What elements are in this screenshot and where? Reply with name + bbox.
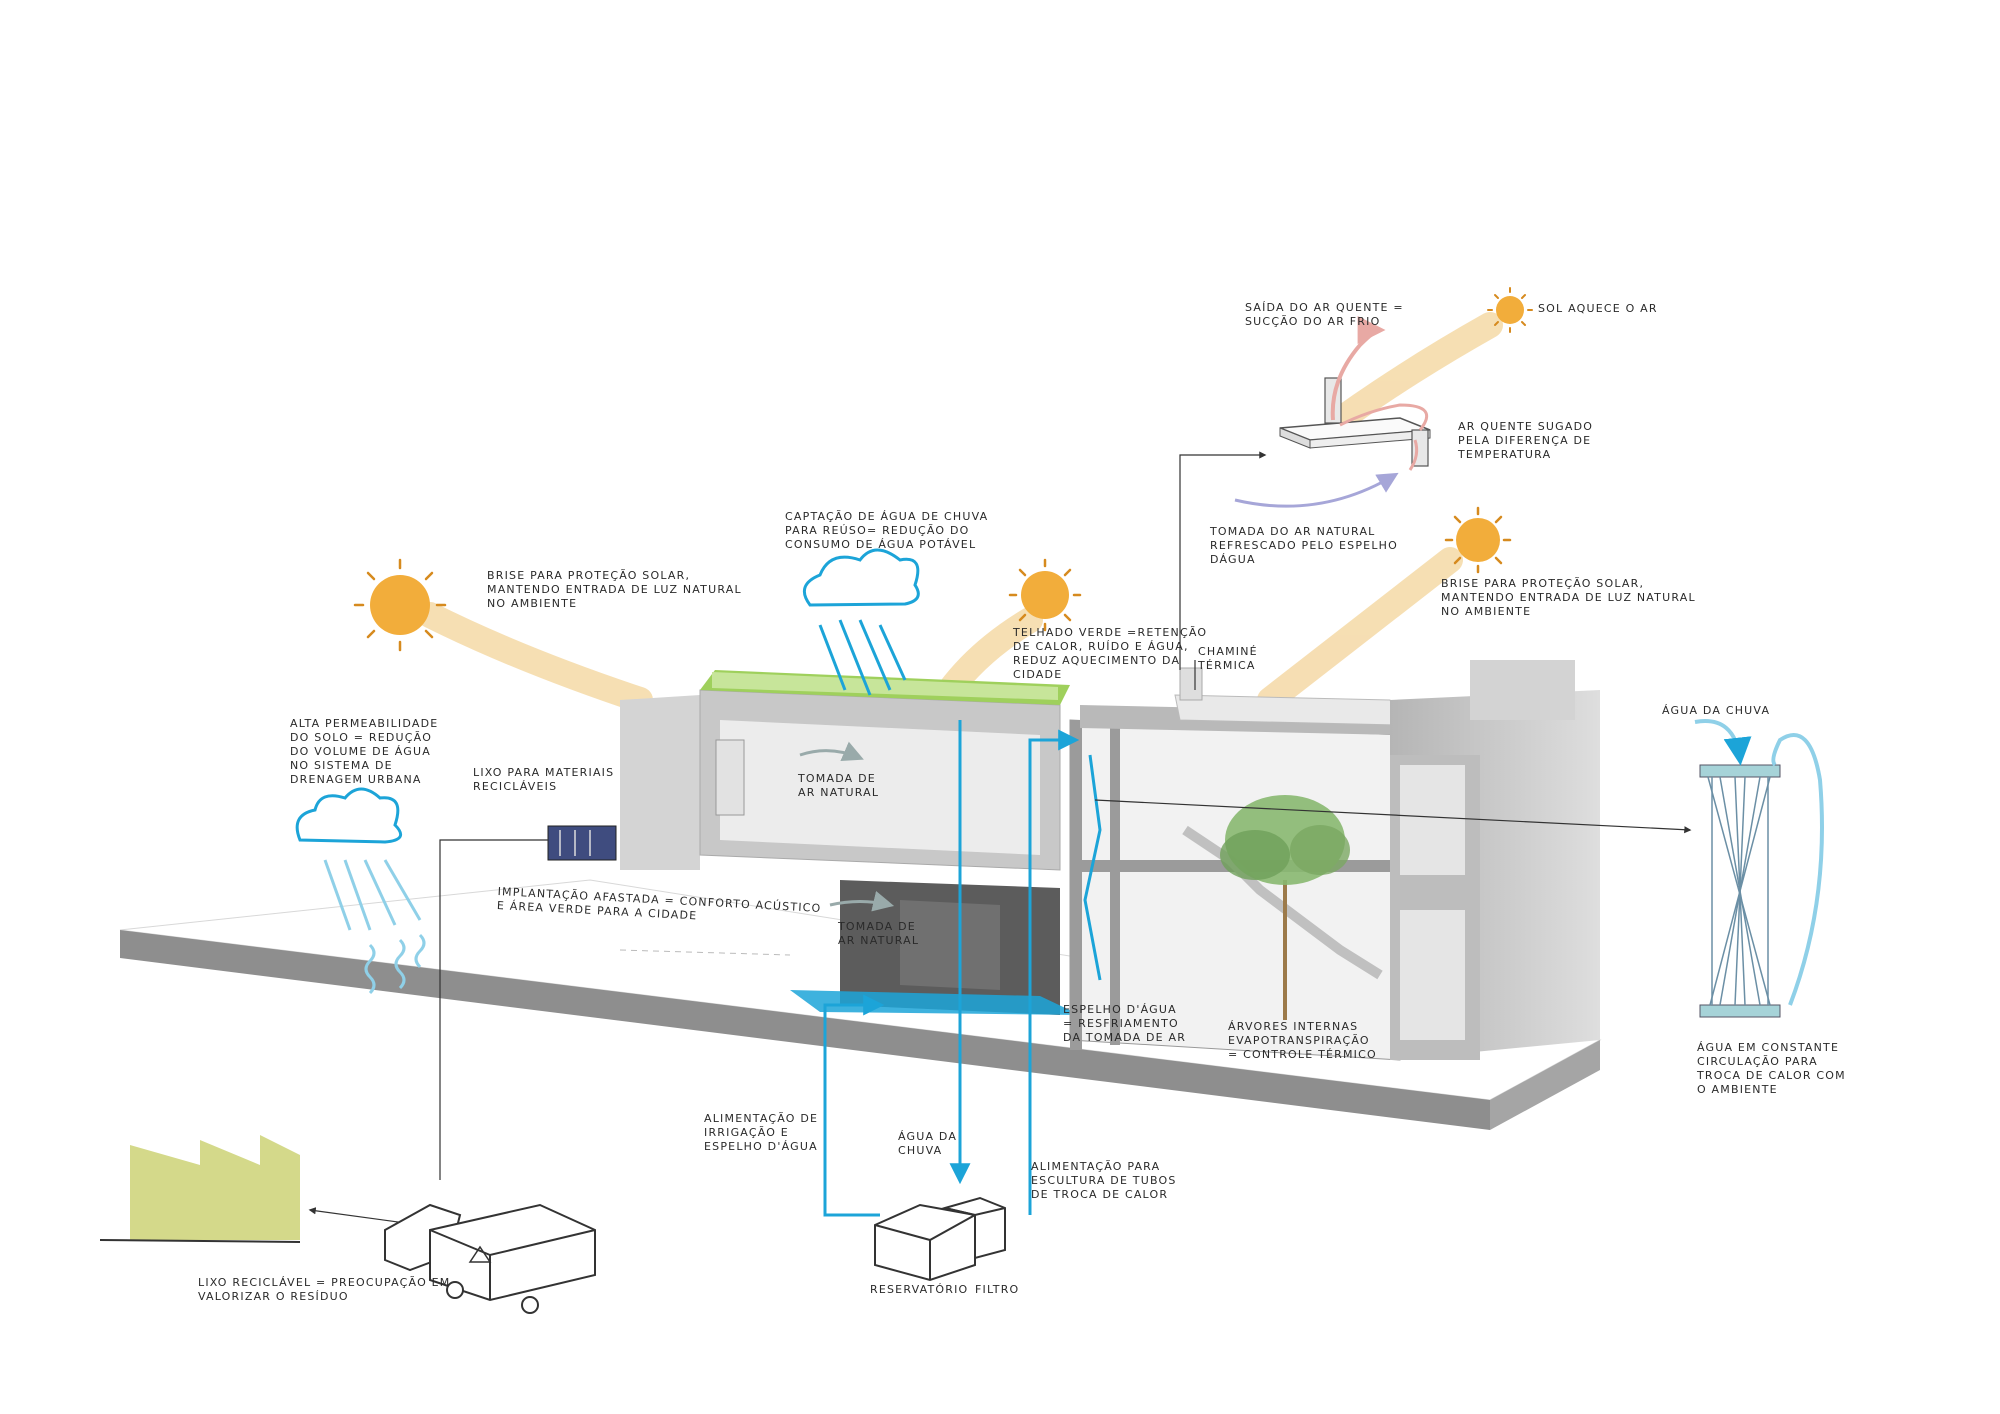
- label-tomada-ar-natural-2: TOMADA DE AR NATURAL: [838, 920, 920, 947]
- factory: [99, 1135, 301, 1243]
- air-arrows: [799, 741, 895, 912]
- sun-icon: [1487, 287, 1533, 333]
- label-alimentacao-escultura: ALIMENTAÇÃO PARA ESCULTURA DE TUBOS DE T…: [1031, 1160, 1177, 1201]
- label-brise-right: BRISE PARA PROTEÇÃO SOLAR, MANTENDO ENTR…: [1441, 577, 1696, 618]
- label-alta-permeabilidade: ALTA PERMEABILIDADE DO SOLO = REDUÇÃO DO…: [290, 717, 439, 786]
- leader-lines: [308, 451, 1692, 1226]
- label-saida-ar-quente: SAÍDA DO AR QUENTE = SUCÇÃO DO AR FRIO: [1245, 301, 1404, 328]
- label-sol-aquece: SOL AQUECE O AR: [1538, 302, 1658, 315]
- water-pipes: [823, 720, 1102, 1217]
- label-agua-da-chuva-right: ÁGUA DA CHUVA: [1662, 704, 1771, 717]
- sun-icon: [1444, 506, 1512, 574]
- label-lixo-materiais: LIXO PARA MATERIAIS RECICLÁVEIS: [473, 766, 615, 793]
- label-tomada-ar-natural-refrescado: TOMADA DO AR NATURAL REFRESCADO PELO ESP…: [1210, 525, 1398, 566]
- label-captacao-agua: CAPTAÇÃO DE ÁGUA DE CHUVA PARA REÚSO= RE…: [785, 510, 989, 551]
- label-ar-quente-sugado: AR QUENTE SUGADO PELA DIFERENÇA DE TEMPE…: [1458, 420, 1594, 461]
- cloud-center: [802, 548, 920, 607]
- label-agua-da-chuva-mid: ÁGUA DA CHUVA: [898, 1130, 958, 1157]
- label-agua-constante: ÁGUA EM CONSTANTE CIRCULAÇÃO PARA TROCA …: [1697, 1041, 1846, 1096]
- label-lixo-reciclavel: LIXO RECICLÁVEL = PREOCUPAÇÃO EM VALORIZ…: [198, 1276, 451, 1303]
- label-tomada-ar-natural-1: TOMADA DE AR NATURAL: [798, 772, 880, 799]
- heat-tube-sculpture: [1694, 719, 1824, 1018]
- sun-icon: [353, 558, 447, 652]
- thermal-chimney-detail: [1234, 316, 1431, 508]
- label-telhado-verde: TELHADO VERDE =RETENÇÃO DE CALOR, RUÍDO …: [1013, 626, 1208, 681]
- label-reservatorio: RESERVATÓRIO: [870, 1283, 969, 1296]
- recycling-truck: [384, 1203, 596, 1314]
- rain-left: [323, 859, 426, 995]
- cloud-left: [295, 787, 403, 844]
- label-alimentacao-irrigacao: ALIMENTAÇÃO DE IRRIGAÇÃO E ESPELHO D'ÁGU…: [704, 1112, 819, 1153]
- label-chamine-termica: CHAMINÉ TÉRMICA: [1198, 645, 1258, 672]
- label-arvores-internas: ÁRVORES INTERNAS EVAPOTRANSPIRAÇÃO = CON…: [1228, 1020, 1377, 1061]
- label-espelho-agua: ESPELHO D'ÁGUA = RESFRIAMENTO DA TOMADA …: [1063, 1003, 1187, 1044]
- reservoir-filter: [874, 1196, 1006, 1282]
- label-brise-left: BRISE PARA PROTEÇÃO SOLAR, MANTENDO ENTR…: [487, 569, 742, 610]
- rain-center: [818, 619, 907, 696]
- sun-icon: [1008, 558, 1082, 632]
- label-filtro: FILTRO: [975, 1283, 1020, 1296]
